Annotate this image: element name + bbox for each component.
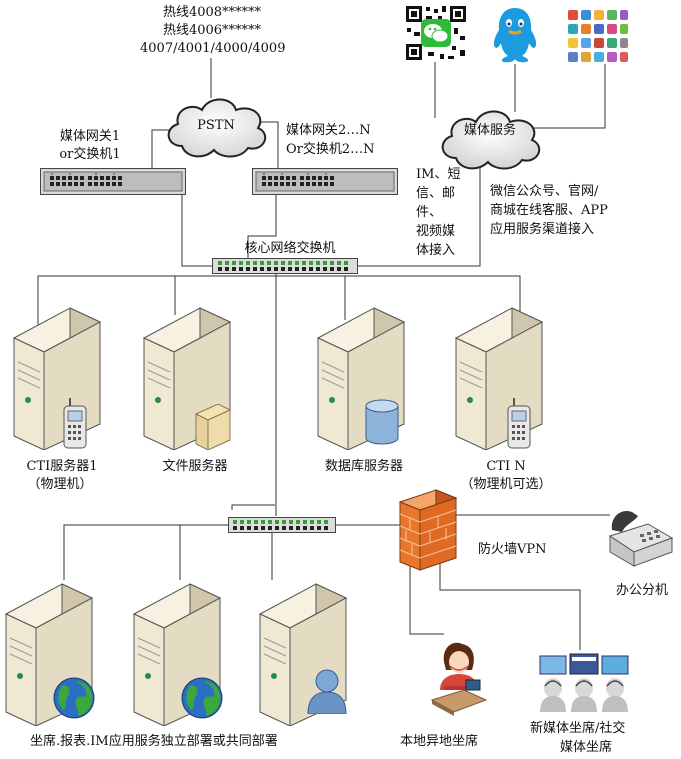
- media-gateway-2-icon: [252, 168, 398, 195]
- hotline-2: 热线4006******: [162, 23, 262, 38]
- qq-penguin-icon: [493, 8, 537, 63]
- gateway-2-label-line2: Or交换机2…N: [286, 142, 375, 157]
- file-folder-icon: [194, 404, 232, 450]
- wechat-qr-icon: [404, 4, 468, 62]
- media-access-line5: 体接入: [416, 243, 456, 258]
- agent-app-server-2-icon: [132, 583, 222, 726]
- social-agent-label-line2: 媒体坐席: [560, 740, 613, 755]
- media-service-label: 媒体服务: [463, 123, 516, 138]
- database-server-label: 数据库服务器: [324, 459, 403, 474]
- media-access-line3: 件、: [416, 205, 443, 220]
- agent-app-server-1-icon: [4, 583, 94, 726]
- app-grid-icon: [568, 10, 628, 62]
- channels-line3: 应用服务渠道接入: [490, 222, 595, 237]
- social-agent-label-line1: 新媒体坐席/社交: [530, 721, 626, 736]
- media-gateway-1-icon: [40, 168, 186, 195]
- firewall-label: 防火墙VPN: [478, 542, 547, 557]
- cti-server-1-label-line1: CTI服务器1: [26, 459, 98, 474]
- file-server-label: 文件服务器: [162, 459, 228, 474]
- cti-server-n-label-line1: CTI N: [486, 459, 526, 474]
- access-switch-icon: [228, 517, 336, 533]
- media-access-line4: 视频媒: [416, 224, 456, 239]
- gateway-1-label-line1: 媒体网关1: [59, 129, 121, 144]
- social-media-agents-icon: [539, 653, 629, 712]
- pstn-cloud-icon: [167, 98, 267, 158]
- local-agent-label: 本地异地坐席: [400, 734, 479, 749]
- hotline-1: 热线4008******: [162, 5, 262, 20]
- hotline-3: 4007/4001/4000/4009: [140, 41, 286, 56]
- channels-line2: 商城在线客服、APP: [490, 203, 608, 218]
- database-cylinder-icon: [365, 399, 399, 445]
- globe-icon: [181, 677, 223, 719]
- gateway-2-label-line1: 媒体网关2…N: [286, 123, 371, 138]
- gateway-1-label-line2: or交换机1: [59, 147, 121, 162]
- cti-server-1-icon: [12, 307, 102, 450]
- firewall-icon: [398, 489, 458, 571]
- media-access-line2: 信、邮: [416, 186, 456, 201]
- cti-server-n-label-line2: （物理机可选）: [460, 477, 552, 492]
- core-switch-icon: [212, 258, 358, 274]
- app-servers-caption: 坐席.报表.IM应用服务独立部署或共同部署: [30, 734, 278, 749]
- cti-1-phone-icon: [63, 398, 87, 449]
- globe-icon: [53, 677, 95, 719]
- office-phone-icon: [608, 510, 674, 567]
- media-access-line1: IM、短: [416, 167, 461, 182]
- core-switch-label: 核心网络交换机: [244, 241, 336, 256]
- cti-server-1-label-line2: （物理机）: [27, 477, 93, 492]
- channels-line1: 微信公众号、官网/: [490, 184, 599, 199]
- pstn-label: PSTN: [197, 118, 235, 133]
- cti-n-phone-icon: [507, 398, 531, 449]
- media-service-cloud-icon: [441, 110, 541, 170]
- agent-person-icon: [430, 642, 488, 716]
- user-icon: [307, 669, 347, 714]
- office-phone-label: 办公分机: [616, 583, 669, 598]
